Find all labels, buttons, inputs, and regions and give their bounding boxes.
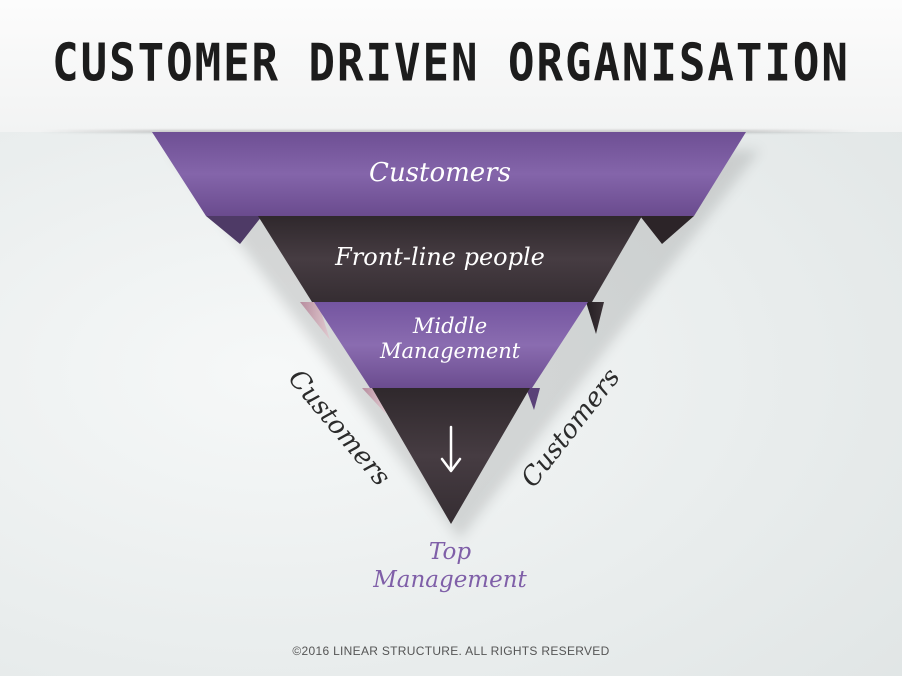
diagram-title: CUSTOMER DRIVEN ORGANISATION — [52, 33, 850, 94]
copyright-footer: ©2016 LINEAR STRUCTURE. ALL RIGHTS RESER… — [292, 644, 610, 658]
header-shadow — [40, 130, 860, 133]
header-band — [0, 0, 902, 132]
fold-left-2 — [300, 302, 330, 340]
fold-right-2 — [586, 302, 604, 334]
fold-left-1 — [206, 216, 262, 244]
layer-middle-management — [314, 302, 588, 388]
layer-customers — [152, 132, 746, 216]
layer-label-frontline: Front-line people — [335, 243, 545, 271]
arrow-down-icon — [440, 425, 462, 473]
fold-right-1 — [640, 216, 694, 244]
layer-frontline — [258, 216, 642, 302]
layer-label-customers: Customers — [369, 158, 511, 188]
layer-label-middle-management: Middle Management — [380, 314, 521, 363]
layer-label-top-management: Top Management — [373, 539, 527, 593]
fold-right-3 — [526, 388, 540, 410]
